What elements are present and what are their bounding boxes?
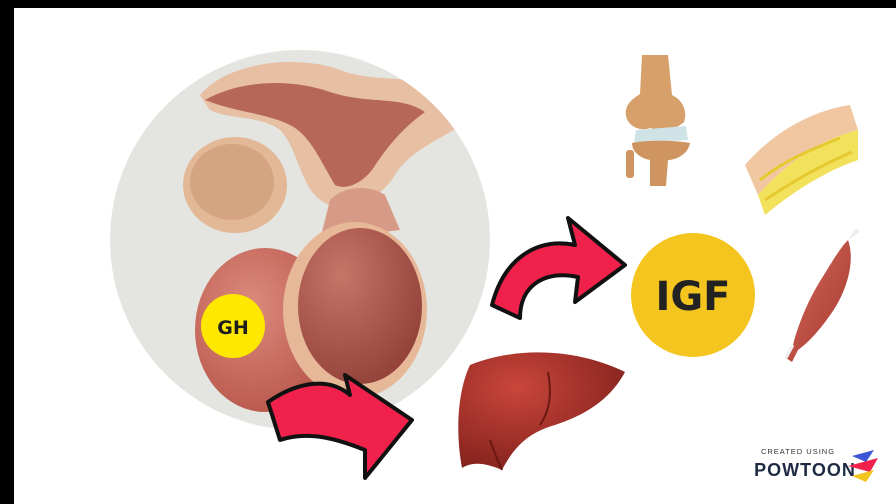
watermark-small-text: CREATED USING <box>761 447 835 456</box>
igf-label: IGF <box>655 274 730 320</box>
igf-badge: IGF <box>631 233 755 357</box>
watermark-brand-text: POWTOON <box>754 460 856 480</box>
gh-label: GH <box>217 317 249 339</box>
